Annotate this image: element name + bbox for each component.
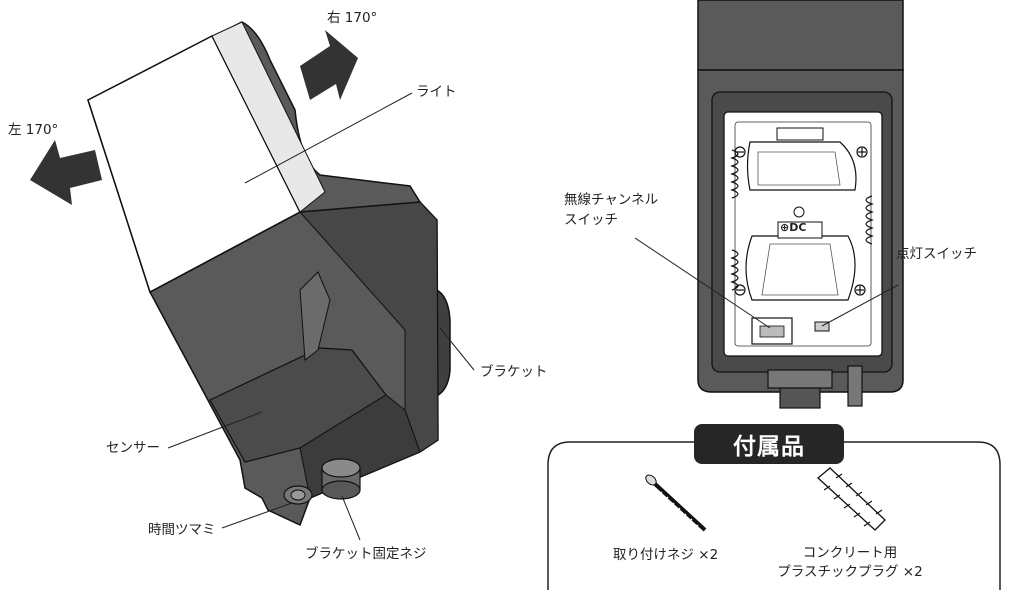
rotate-left-label: 左 170° — [8, 122, 59, 138]
rotate-right-arrow — [300, 30, 358, 100]
light-label: ライト — [416, 84, 457, 100]
bracket-screw-part — [321, 458, 361, 500]
light-switch-part — [814, 321, 830, 332]
accessories-box — [547, 441, 1001, 590]
plug-item — [817, 467, 886, 531]
dc-label: ⊕DC — [780, 221, 807, 234]
sensor-label: センサー — [106, 440, 160, 456]
timer-knob-label: 時間ツマミ — [148, 522, 216, 538]
screw-item — [645, 474, 707, 532]
channel-switch-label-line2: スイッチ — [564, 212, 618, 228]
channel-switch-label-line1: 無線チャンネル — [564, 192, 659, 208]
plug-label-line1: コンクリート用 — [802, 545, 898, 561]
plug-label-line2: プラスチックプラグ ×2 — [777, 564, 923, 580]
device-back-view — [634, 0, 904, 409]
timer-knob-part — [283, 485, 313, 505]
rotate-right-label: 右 170° — [327, 10, 378, 26]
housing-side-facet — [298, 201, 439, 453]
bracket-screw-label: ブラケット固定ネジ — [305, 546, 427, 562]
light-switch-label: 点灯スイッチ — [896, 246, 977, 262]
sensor-light-device — [30, 21, 475, 541]
battery-top — [746, 141, 857, 191]
bracket-label: ブラケット — [480, 364, 548, 380]
rotate-left-arrow — [30, 140, 102, 205]
screw-label: 取り付けネジ ×2 — [613, 547, 719, 563]
battery-bottom — [745, 235, 856, 301]
accessories-title: 付属品 — [694, 424, 844, 464]
